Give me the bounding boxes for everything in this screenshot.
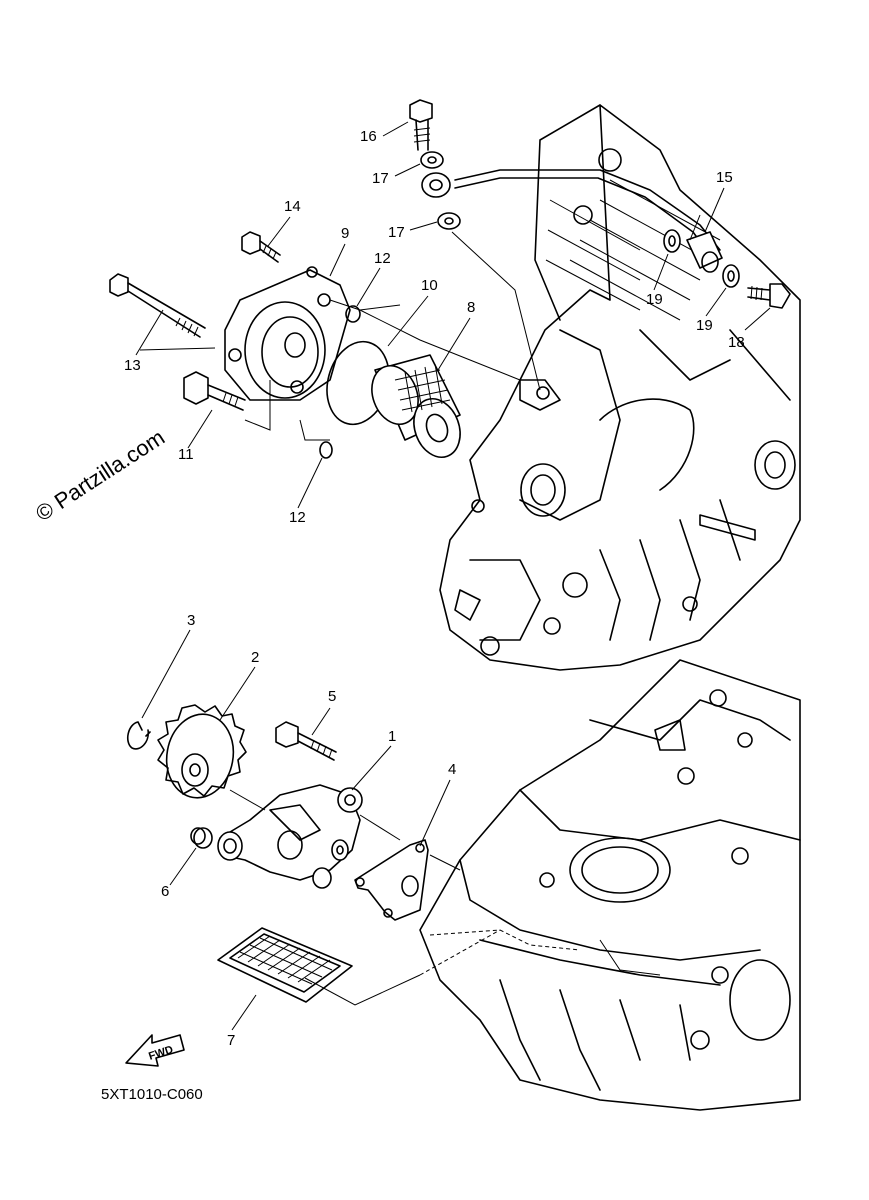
- callout-3: 3: [187, 612, 195, 629]
- o-ring-upper: [345, 305, 361, 323]
- watermark: © Partzilla.com: [31, 424, 169, 526]
- callout-6: 6: [161, 883, 169, 900]
- long-bolt: [109, 273, 206, 338]
- diagram-code: 5XT1010-C060: [101, 1086, 203, 1103]
- callout-10: 10: [421, 277, 438, 294]
- callout-13: 13: [124, 357, 141, 374]
- fwd-arrow: FWD: [125, 1034, 185, 1067]
- callout-9: 9: [341, 225, 349, 242]
- short-bolt-upper: [241, 231, 281, 263]
- callouts: 1 2 3 4 5 6 7 8 9 10 11 12 12: [124, 121, 771, 1049]
- callout-17-lower: 17: [388, 224, 405, 241]
- oil-delivery-pipe: [421, 169, 723, 273]
- short-bolt-lower: [183, 371, 246, 411]
- leader-lines: [139, 214, 701, 1006]
- dowel-collar: [190, 827, 213, 849]
- union-bolt-top: [409, 99, 433, 151]
- circlip: [126, 721, 151, 750]
- crankcase-lower: [419, 659, 801, 1111]
- callout-12-upper: 12: [374, 250, 391, 267]
- callout-4: 4: [448, 761, 456, 778]
- oil-pump-gear: [157, 704, 247, 799]
- oil-filter-element: [371, 354, 461, 458]
- union-bolt-side: [747, 283, 791, 309]
- callout-7: 7: [227, 1032, 235, 1049]
- callout-19-left: 19: [646, 291, 663, 308]
- washer-19-right: [722, 264, 740, 288]
- callout-2: 2: [251, 649, 259, 666]
- callout-18: 18: [728, 334, 745, 351]
- pump-mount-bolt: [275, 721, 337, 761]
- crankcase-upper: [439, 104, 801, 671]
- washer-19-left: [663, 229, 681, 253]
- oil-strainer: [217, 927, 353, 1003]
- callout-19-right: 19: [696, 317, 713, 334]
- oil-filter-cover: [224, 266, 351, 401]
- callout-5: 5: [328, 688, 336, 705]
- pump-gasket: [354, 839, 429, 921]
- callout-14: 14: [284, 198, 301, 215]
- callout-8: 8: [467, 299, 475, 316]
- callout-16: 16: [360, 128, 377, 145]
- washer-upper: [420, 151, 444, 169]
- callout-1: 1: [388, 728, 396, 745]
- oil-pump-body: [217, 784, 363, 889]
- callout-11: 11: [178, 446, 194, 463]
- callout-12-lower: 12: [289, 509, 306, 526]
- callout-15: 15: [716, 169, 733, 186]
- o-ring-lower: [319, 441, 333, 459]
- callout-17-upper: 17: [372, 170, 389, 187]
- washer-lower: [437, 212, 461, 230]
